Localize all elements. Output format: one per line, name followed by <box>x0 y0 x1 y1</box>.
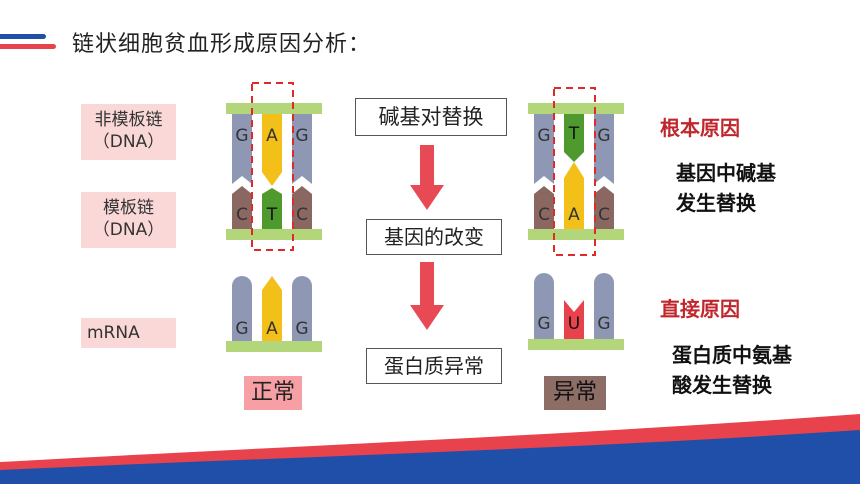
normal-bottom-backbone <box>226 229 322 240</box>
abnormal-top-base-2: G <box>597 126 610 146</box>
abnormal-mrna-base-1: U <box>568 314 580 334</box>
bottom-swoosh-blue <box>0 430 860 484</box>
normal-mrna: G A G <box>226 276 322 352</box>
normal-bottom-base-left <box>232 186 252 229</box>
header-accent-blue <box>0 34 46 39</box>
normal-top-base-1: A <box>266 126 278 146</box>
step-base-pair-substitution: 碱基对替换 <box>355 98 507 136</box>
abnormal-bottom-backbone <box>528 229 624 240</box>
abnormal-top-base-right <box>594 114 614 184</box>
abnormal-bottom-base-mid <box>564 162 584 229</box>
page-title: 链状细胞贫血形成原因分析： <box>72 32 372 57</box>
mrna-label: mRNA <box>81 318 176 348</box>
normal-mrna-base-0: G <box>235 319 248 339</box>
root-cause-line1: 基因中碱基 <box>676 161 776 185</box>
normal-bottom-base-right <box>292 186 312 229</box>
normal-mrna-base-left <box>232 276 252 343</box>
template-label-line1: 模板链 <box>103 198 154 218</box>
normal-highlight-box <box>251 82 294 251</box>
normal-bottom-base-mid <box>262 188 282 229</box>
abnormal-top-base-0: G <box>537 126 550 146</box>
step-protein-abnormal: 蛋白质异常 <box>366 348 502 384</box>
abnormal-bottom-base-left <box>534 186 554 229</box>
normal-mrna-base-1: A <box>266 319 278 339</box>
normal-mrna-base-right <box>292 276 312 343</box>
normal-top-base-right <box>292 114 312 184</box>
normal-tag: 正常 <box>244 376 302 410</box>
abnormal-top-base-mid <box>564 114 584 162</box>
abnormal-tag: 异常 <box>544 376 606 410</box>
abnormal-bottom-base-right <box>594 186 614 229</box>
root-cause-text: 基因中碱基 发生替换 <box>676 158 776 218</box>
normal-top-base-mid <box>262 114 282 186</box>
normal-top-base-0: G <box>235 126 248 146</box>
abnormal-mrna-base-left <box>534 273 554 341</box>
root-cause-line2: 发生替换 <box>676 191 756 215</box>
direct-cause-text: 蛋白质中氨基 酸发生替换 <box>672 340 792 400</box>
normal-mrna-backbone <box>226 341 322 352</box>
abnormal-mrna-base-right <box>594 273 614 341</box>
abnormal-top-base-1: T <box>568 124 580 144</box>
non-template-label-line1: 非模板链 <box>94 110 163 130</box>
template-label-line2: （DNA） <box>92 220 165 240</box>
direct-cause-line2: 酸发生替换 <box>672 373 772 397</box>
direct-cause-title: 直接原因 <box>660 297 740 321</box>
normal-bottom-base-2: C <box>296 205 308 225</box>
non-template-label-line2: （DNA） <box>92 132 165 152</box>
flow-arrow-2 <box>410 262 444 330</box>
normal-top-backbone <box>226 103 322 114</box>
abnormal-mrna-base-2: G <box>597 314 610 334</box>
abnormal-top-backbone <box>528 103 624 114</box>
normal-top-base-left <box>232 114 252 184</box>
normal-bottom-base-0: C <box>236 205 248 225</box>
abnormal-mrna: G U G <box>528 273 624 350</box>
normal-dna: G A G C T C <box>226 82 322 251</box>
direct-cause-line1: 蛋白质中氨基 <box>672 343 792 367</box>
header-accent-red <box>0 44 56 49</box>
abnormal-bottom-base-0: C <box>538 205 550 225</box>
abnormal-top-base-left <box>534 114 554 184</box>
abnormal-mrna-backbone <box>528 339 624 350</box>
template-strand-label: 模板链 （DNA） <box>81 192 176 248</box>
normal-top-base-2: G <box>295 126 308 146</box>
abnormal-bottom-base-1: A <box>568 205 580 225</box>
step-gene-change: 基因的改变 <box>366 219 502 255</box>
normal-mrna-base-2: G <box>295 319 308 339</box>
abnormal-dna: G T G C A C <box>528 87 624 256</box>
abnormal-highlight-box <box>553 87 596 256</box>
abnormal-mrna-base-0: G <box>537 314 550 334</box>
normal-bottom-base-1: T <box>266 205 278 225</box>
non-template-strand-label: 非模板链 （DNA） <box>81 104 176 160</box>
normal-mrna-base-mid <box>262 276 282 343</box>
flow-arrow-1 <box>410 145 444 210</box>
abnormal-mrna-base-mid <box>564 300 584 341</box>
abnormal-bottom-base-2: C <box>598 205 610 225</box>
root-cause-title: 根本原因 <box>660 116 740 140</box>
